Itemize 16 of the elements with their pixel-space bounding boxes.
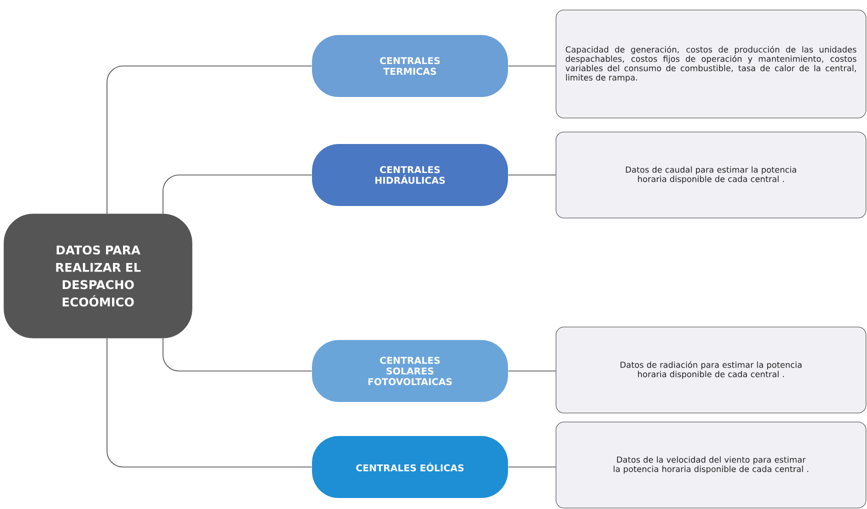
connector-line (162, 338, 312, 372)
connector-line (508, 466, 556, 468)
category-pill: CENTRALES EÓLICAS (312, 436, 508, 498)
category-pill: CENTRALES SOLARES FOTOVOLTAICAS (312, 340, 508, 402)
connector-line (162, 174, 312, 214)
connector-line (106, 66, 312, 214)
connector-line (508, 174, 556, 176)
topic-box: DATOS PARA REALIZAR EL DESPACHO ECOÓMICO (4, 214, 192, 338)
category-pill: CENTRALES TERMICAS (312, 35, 508, 97)
description-box: Datos de caudal para estimar la potencia horaria disponible de cada central . (556, 132, 866, 218)
category-pill: CENTRALES HIDRÁULICAS (312, 144, 508, 206)
description-box: Capacidad de generación, costos de producción de las unidades despachables, costos fijos de operación y mantenimiento, costos variables del consumo de combustible, tasa de calor de la central, limites de rampa. (556, 10, 866, 118)
connector-line (106, 338, 312, 468)
connector-line (508, 370, 556, 372)
description-box: Datos de radiación para estimar la potencia horaria disponible de cada central . (556, 326, 866, 414)
description-box: Datos de la velocidad del viento para estimar la potencia horaria disponible de cada central . (556, 422, 866, 508)
